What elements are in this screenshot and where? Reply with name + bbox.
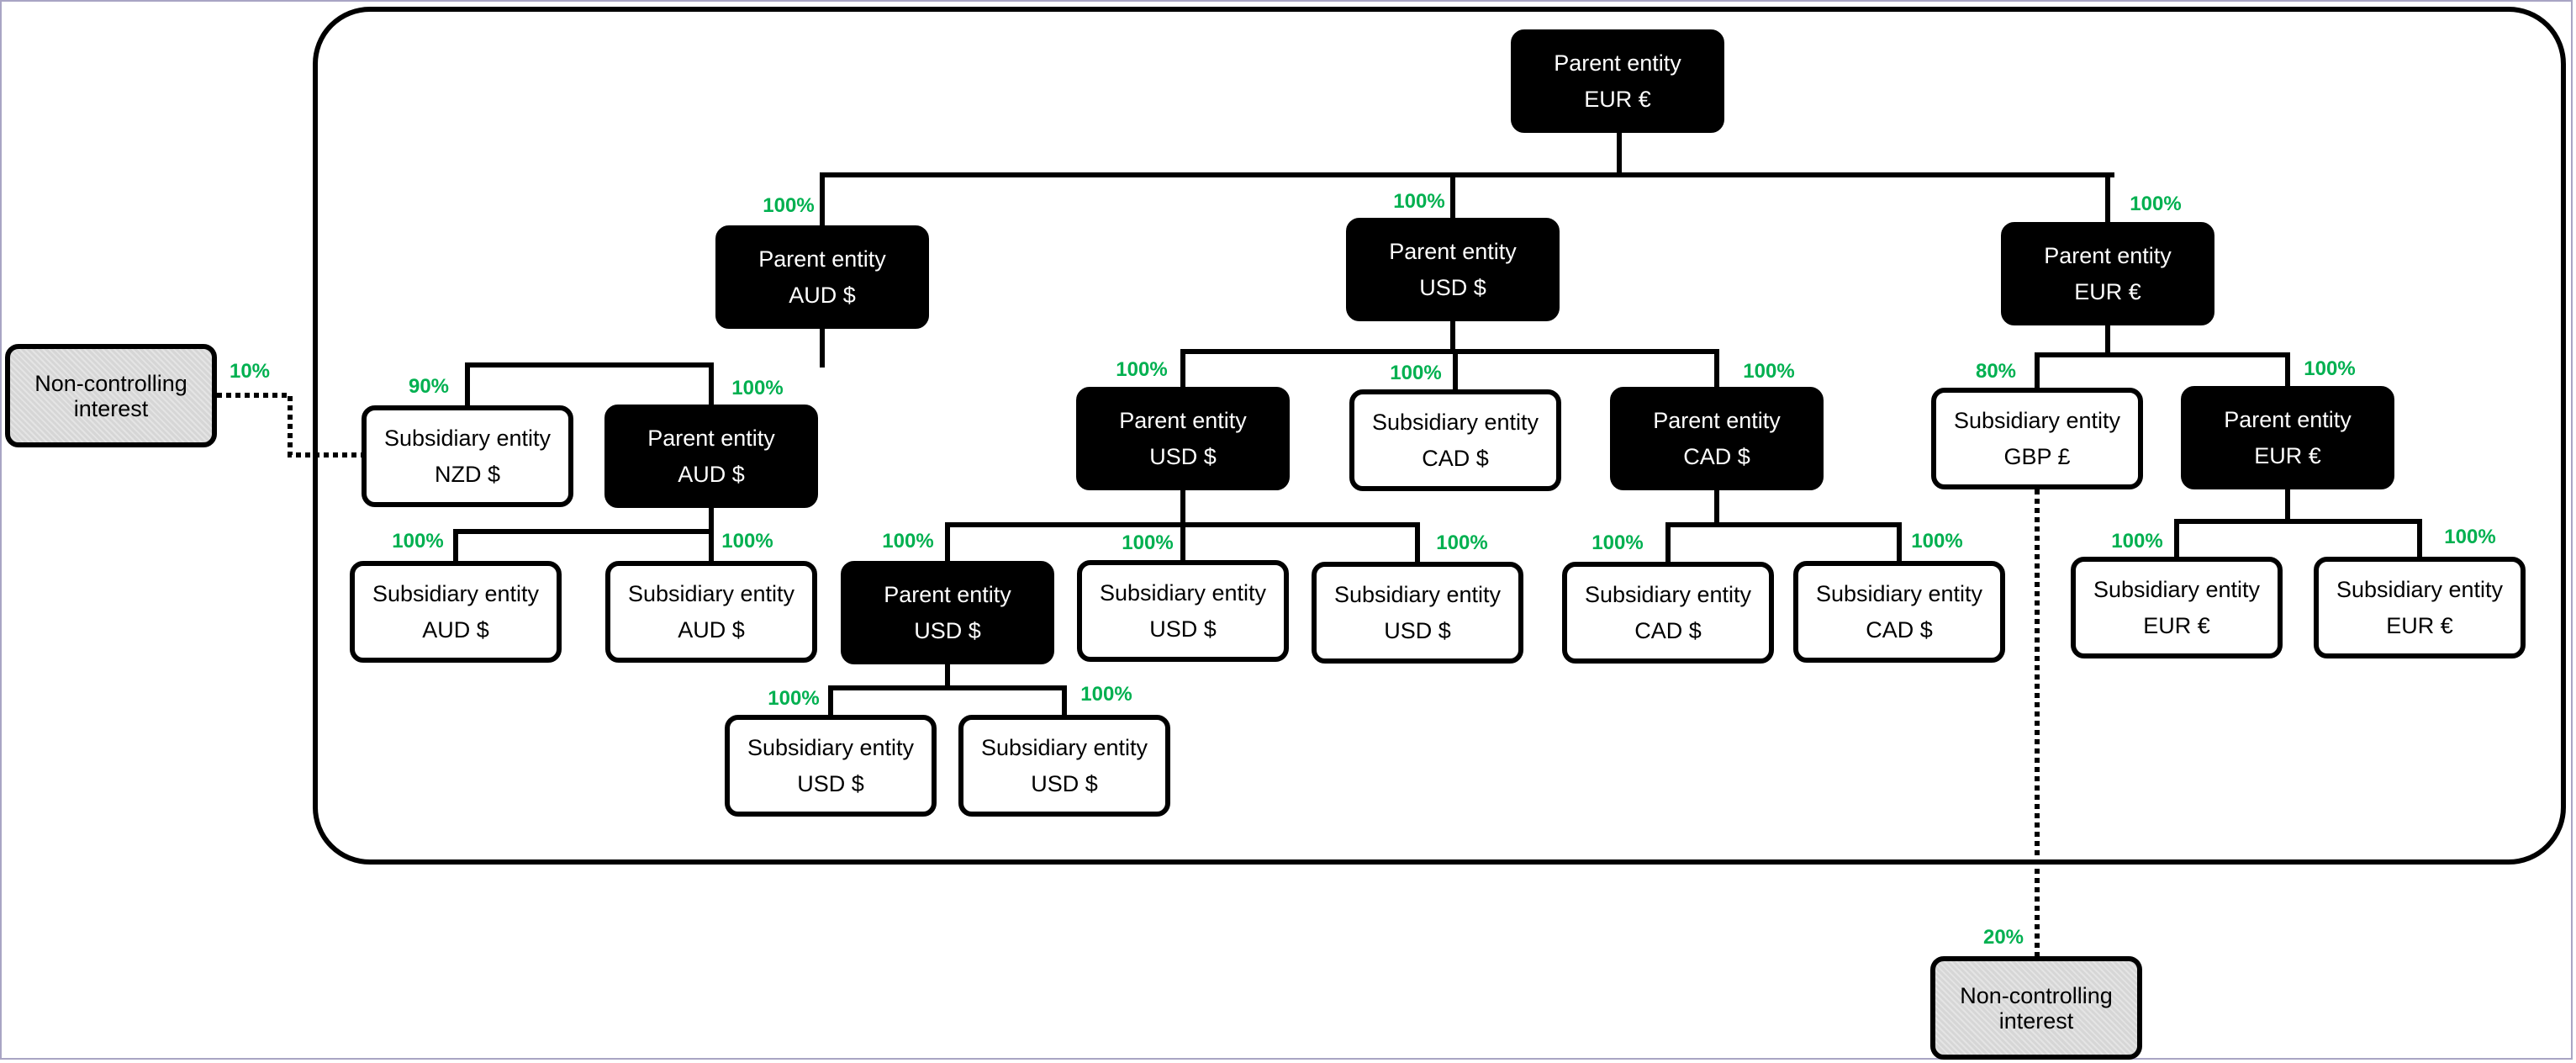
node-title: Subsidiary entity — [1099, 579, 1267, 606]
node-parent-aud: Parent entity AUD $ — [715, 225, 929, 329]
node-currency: CAD $ — [1866, 616, 1933, 643]
node-title: Subsidiary entity — [2336, 576, 2504, 602]
node-title: Subsidiary entity — [1584, 581, 1752, 607]
node-currency: CAD $ — [1634, 617, 1702, 643]
node-currency: EUR € — [2143, 612, 2210, 638]
pct-nci-left: 10% — [229, 360, 271, 383]
nci-line — [217, 393, 362, 457]
node-subsidiary-eur-a: Subsidiary entity EUR € — [2071, 557, 2283, 658]
node-subsidiary-usd-a: Subsidiary entity USD $ — [1077, 560, 1289, 662]
node-subsidiary-usd-b: Subsidiary entity USD $ — [1312, 562, 1523, 664]
pct-s-cad: 100% — [1390, 362, 1442, 384]
pct-p-usd2: 100% — [1116, 358, 1168, 381]
pct-p-eur2: 100% — [2304, 357, 2356, 380]
pct-p-eur-right: 100% — [2130, 193, 2182, 215]
node-nci-left: Non-controlling interest — [5, 344, 217, 447]
node-title: Parent entity — [1389, 238, 1517, 264]
pct-s-cad-a: 100% — [1592, 532, 1644, 554]
node-title: Subsidiary entity — [1815, 580, 1983, 606]
pct-p-aud2: 100% — [731, 377, 784, 399]
node-title: Subsidiary entity — [2093, 576, 2261, 602]
node-currency: CAD $ — [1422, 445, 1489, 471]
node-title: Parent entity — [1653, 407, 1781, 433]
group-boundary — [313, 7, 2566, 865]
pct-s-usd-a: 100% — [1122, 532, 1174, 554]
pct-s-nzd: 90% — [408, 375, 450, 398]
node-subsidiary-cad: Subsidiary entity CAD $ — [1349, 389, 1561, 491]
node-parent-usd-2: Parent entity USD $ — [1076, 387, 1290, 490]
node-subsidiary-cad-b: Subsidiary entity CAD $ — [1793, 561, 2005, 663]
node-currency: USD $ — [1031, 770, 1098, 796]
node-subsidiary-nzd: Subsidiary entity NZD $ — [362, 405, 573, 507]
pct-s-usd-c: 100% — [768, 687, 820, 710]
node-parent-eur-top: Parent entity EUR € — [1511, 29, 1724, 133]
node-title: Parent entity — [2044, 242, 2172, 268]
nci-line2: interest — [73, 395, 149, 421]
node-title: Parent entity — [884, 581, 1011, 607]
node-subsidiary-usd-d: Subsidiary entity USD $ — [958, 715, 1170, 817]
node-currency: AUD $ — [789, 282, 856, 308]
pct-s-aud-b: 100% — [721, 530, 773, 553]
node-title: Subsidiary entity — [980, 734, 1148, 760]
pct-s-eur-a: 100% — [2111, 530, 2163, 553]
node-subsidiary-usd-c: Subsidiary entity USD $ — [725, 715, 937, 817]
node-currency: GBP £ — [2003, 443, 2071, 469]
node-currency: EUR € — [1584, 86, 1651, 112]
pct-s-eur-b: 100% — [2444, 526, 2496, 548]
node-currency: USD $ — [1149, 443, 1217, 469]
node-currency: EUR € — [2386, 612, 2453, 638]
node-subsidiary-cad-a: Subsidiary entity CAD $ — [1562, 562, 1774, 664]
pct-s-cad-b: 100% — [1911, 530, 1963, 553]
node-currency: USD $ — [1419, 274, 1486, 300]
pct-s-aud-a: 100% — [392, 530, 444, 553]
node-parent-eur-right: Parent entity EUR € — [2001, 222, 2214, 325]
node-currency: USD $ — [797, 770, 864, 796]
node-subsidiary-aud-a: Subsidiary entity AUD $ — [350, 561, 562, 663]
pct-s-gbp: 80% — [1975, 360, 2017, 383]
node-title: Parent entity — [647, 425, 775, 451]
pct-s-usd-b: 100% — [1436, 532, 1488, 554]
nci-line1: Non-controlling — [34, 370, 187, 396]
node-currency: AUD $ — [422, 616, 489, 643]
pct-p-usd3: 100% — [882, 530, 934, 553]
node-parent-cad: Parent entity CAD $ — [1610, 387, 1824, 490]
node-title: Subsidiary entity — [747, 734, 915, 760]
node-currency: USD $ — [914, 617, 981, 643]
pct-s-usd-d: 100% — [1080, 683, 1132, 706]
node-title: Subsidiary entity — [1371, 409, 1539, 435]
node-currency: USD $ — [1149, 616, 1217, 642]
pct-nci-bottom: 20% — [1982, 926, 2024, 949]
node-title: Parent entity — [758, 246, 886, 272]
node-title: Subsidiary entity — [1953, 407, 2121, 433]
node-title: Subsidiary entity — [372, 580, 540, 606]
pct-p-cad: 100% — [1743, 360, 1795, 383]
node-subsidiary-eur-b: Subsidiary entity EUR € — [2314, 557, 2526, 658]
node-currency: AUD $ — [678, 616, 745, 643]
node-parent-usd: Parent entity USD $ — [1346, 218, 1560, 321]
node-title: Parent entity — [1554, 50, 1681, 76]
node-subsidiary-gbp: Subsidiary entity GBP £ — [1931, 388, 2143, 489]
nci-line2: interest — [1998, 1007, 2074, 1034]
node-parent-eur-2: Parent entity EUR € — [2181, 386, 2394, 489]
node-title: Subsidiary entity — [627, 580, 795, 606]
node-subsidiary-aud-b: Subsidiary entity AUD $ — [605, 561, 817, 663]
node-currency: EUR € — [2074, 278, 2141, 304]
node-title: Parent entity — [1119, 407, 1247, 433]
node-currency: CAD $ — [1683, 443, 1750, 469]
nci-line1: Non-controlling — [1960, 982, 2113, 1008]
node-currency: NZD $ — [434, 461, 500, 487]
node-title: Subsidiary entity — [383, 425, 552, 451]
pct-p-aud: 100% — [763, 194, 815, 217]
node-nci-bottom: Non-controlling interest — [1930, 956, 2142, 1060]
pct-p-usd: 100% — [1393, 190, 1445, 213]
node-parent-aud-2: Parent entity AUD $ — [604, 405, 818, 508]
node-title: Subsidiary entity — [1333, 581, 1502, 607]
node-title: Parent entity — [2224, 406, 2352, 432]
node-parent-usd-3: Parent entity USD $ — [841, 561, 1054, 664]
node-currency: AUD $ — [678, 461, 745, 487]
node-currency: EUR € — [2254, 442, 2321, 468]
node-currency: USD $ — [1384, 617, 1451, 643]
